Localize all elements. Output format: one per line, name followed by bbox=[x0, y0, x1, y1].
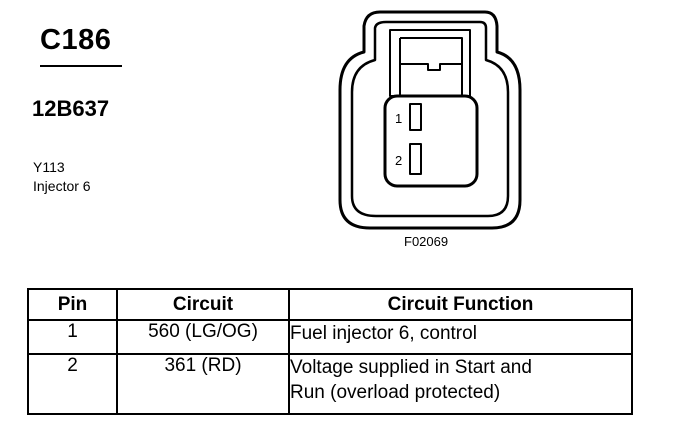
header-circuit-function: Circuit Function bbox=[288, 288, 633, 321]
cell-circuit: 560 (LG/OG) bbox=[116, 319, 290, 355]
cell-pin: 2 bbox=[27, 353, 118, 415]
cell-circuit: 361 (RD) bbox=[116, 353, 290, 415]
terminal-body bbox=[383, 94, 479, 188]
cell-pin: 1 bbox=[27, 319, 118, 355]
header-pin: Pin bbox=[27, 288, 118, 321]
cell-function-line: Voltage supplied in Start and bbox=[290, 357, 532, 378]
part-number: 12B637 bbox=[32, 96, 110, 121]
locking-tab-notch bbox=[400, 63, 462, 71]
connector-outer-shell bbox=[338, 10, 522, 230]
table-row: 1 560 (LG/OG) Fuel injector 6, control bbox=[27, 319, 633, 355]
pin-2-label: 2 bbox=[395, 153, 402, 168]
locking-tab-inner bbox=[399, 37, 463, 96]
figure-id: F02069 bbox=[404, 234, 449, 249]
pin-table: Pin Circuit Circuit Function 1 560 (LG/O… bbox=[27, 288, 633, 415]
table-header-row: Pin Circuit Circuit Function bbox=[27, 288, 633, 321]
connector-id-underline bbox=[40, 65, 122, 67]
connector-face-diagram: 1 2 bbox=[338, 10, 522, 230]
component-code: Y113 bbox=[33, 159, 65, 175]
connector-inner-shell bbox=[350, 20, 510, 218]
header-circuit: Circuit bbox=[116, 288, 290, 321]
cell-function: Fuel injector 6, control bbox=[288, 319, 633, 355]
pin-2-cavity bbox=[409, 143, 422, 175]
connector-id: C186 bbox=[40, 24, 112, 56]
pin-1-cavity bbox=[409, 103, 422, 131]
component-name: Injector 6 bbox=[33, 178, 91, 194]
cell-function: Voltage supplied in Start and Run (overl… bbox=[288, 353, 633, 415]
table-row: 2 361 (RD) Voltage supplied in Start and… bbox=[27, 353, 633, 415]
pin-1-label: 1 bbox=[395, 111, 402, 126]
cell-function-line: Run (overload protected) bbox=[290, 382, 501, 403]
